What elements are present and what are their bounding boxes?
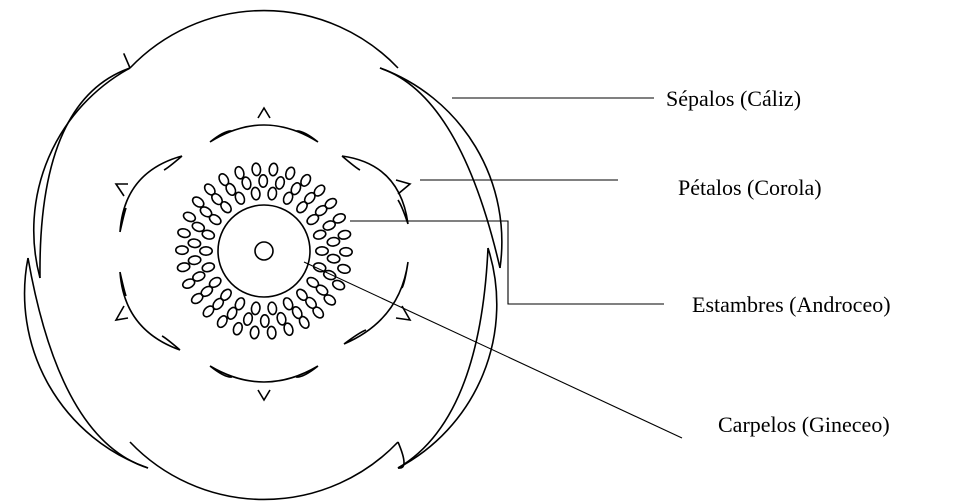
stamen <box>188 255 201 265</box>
stamen <box>251 302 261 315</box>
label-petals: Pétalos (Corola) <box>678 175 822 200</box>
label-carpels: Carpelos (Gineceo) <box>718 412 890 437</box>
gynoecium <box>218 205 310 297</box>
stamen <box>295 200 309 215</box>
stamen <box>304 295 319 310</box>
stamen <box>340 248 352 257</box>
petal-upper-right <box>342 156 410 224</box>
stamen <box>219 287 233 302</box>
sepal-upper-left <box>34 68 130 278</box>
stamen <box>208 213 223 227</box>
stamen <box>242 312 253 326</box>
stamen <box>176 246 188 255</box>
petal-upper-left <box>116 156 182 232</box>
leader-stamens <box>350 221 664 304</box>
stamen <box>305 276 320 290</box>
stamen <box>191 221 206 233</box>
stamen <box>322 269 337 281</box>
stamen <box>177 228 191 239</box>
stamen <box>210 192 225 207</box>
stamen-ring <box>176 163 352 339</box>
stamen <box>182 211 197 224</box>
stamen <box>316 247 328 255</box>
label-stamens: Estambres (Androceo) <box>692 292 891 317</box>
stamen <box>200 247 212 255</box>
petal-bottom <box>210 366 318 400</box>
stamen <box>250 326 260 339</box>
stamen <box>177 262 191 273</box>
petal-top <box>210 108 318 142</box>
stamen <box>269 163 279 176</box>
sepal-lower-right <box>398 248 497 468</box>
stamen <box>337 229 351 240</box>
petal-ring <box>116 108 410 400</box>
petal-lower-right <box>344 262 410 344</box>
sepal-bottom <box>130 442 398 499</box>
stamen <box>327 237 340 247</box>
stamen <box>190 291 205 305</box>
sepal-top <box>130 11 398 68</box>
stamen <box>267 187 277 200</box>
stamen <box>234 166 246 180</box>
stamen <box>267 326 277 339</box>
stamen <box>217 172 230 187</box>
sepal-overlap-bottom-left <box>28 258 148 468</box>
sepal-lower-left <box>25 258 148 468</box>
stamen <box>274 176 285 190</box>
label-sepals: Sépalos (Cáliz) <box>666 86 801 111</box>
stamen <box>232 321 244 335</box>
stamen <box>203 182 218 197</box>
stamen <box>252 163 262 176</box>
sepal-ring <box>25 11 502 500</box>
stamen <box>188 238 201 248</box>
stamen <box>337 263 351 274</box>
stamen <box>323 196 338 210</box>
stamen <box>327 254 340 264</box>
stamen <box>261 315 270 327</box>
carpel-outer-circle <box>218 205 310 297</box>
sepal-overlaps <box>28 54 500 468</box>
stamen <box>219 200 233 215</box>
stamen <box>297 315 310 330</box>
sepal-overlap-left <box>40 68 130 278</box>
sepal-overlap-bottom-right <box>398 442 404 468</box>
stamen <box>313 229 327 241</box>
stamen <box>283 322 295 336</box>
stamen <box>267 302 277 315</box>
carpel-center-circle <box>255 242 273 260</box>
sepal-overlap-top-left <box>124 54 130 68</box>
stamen <box>201 262 215 274</box>
petal-lower-left <box>116 272 180 350</box>
stamen <box>311 305 326 320</box>
stamen <box>251 187 261 200</box>
stamen <box>284 166 296 180</box>
stamen <box>295 287 309 302</box>
leader-carpels <box>304 262 682 438</box>
stamen <box>259 175 268 187</box>
